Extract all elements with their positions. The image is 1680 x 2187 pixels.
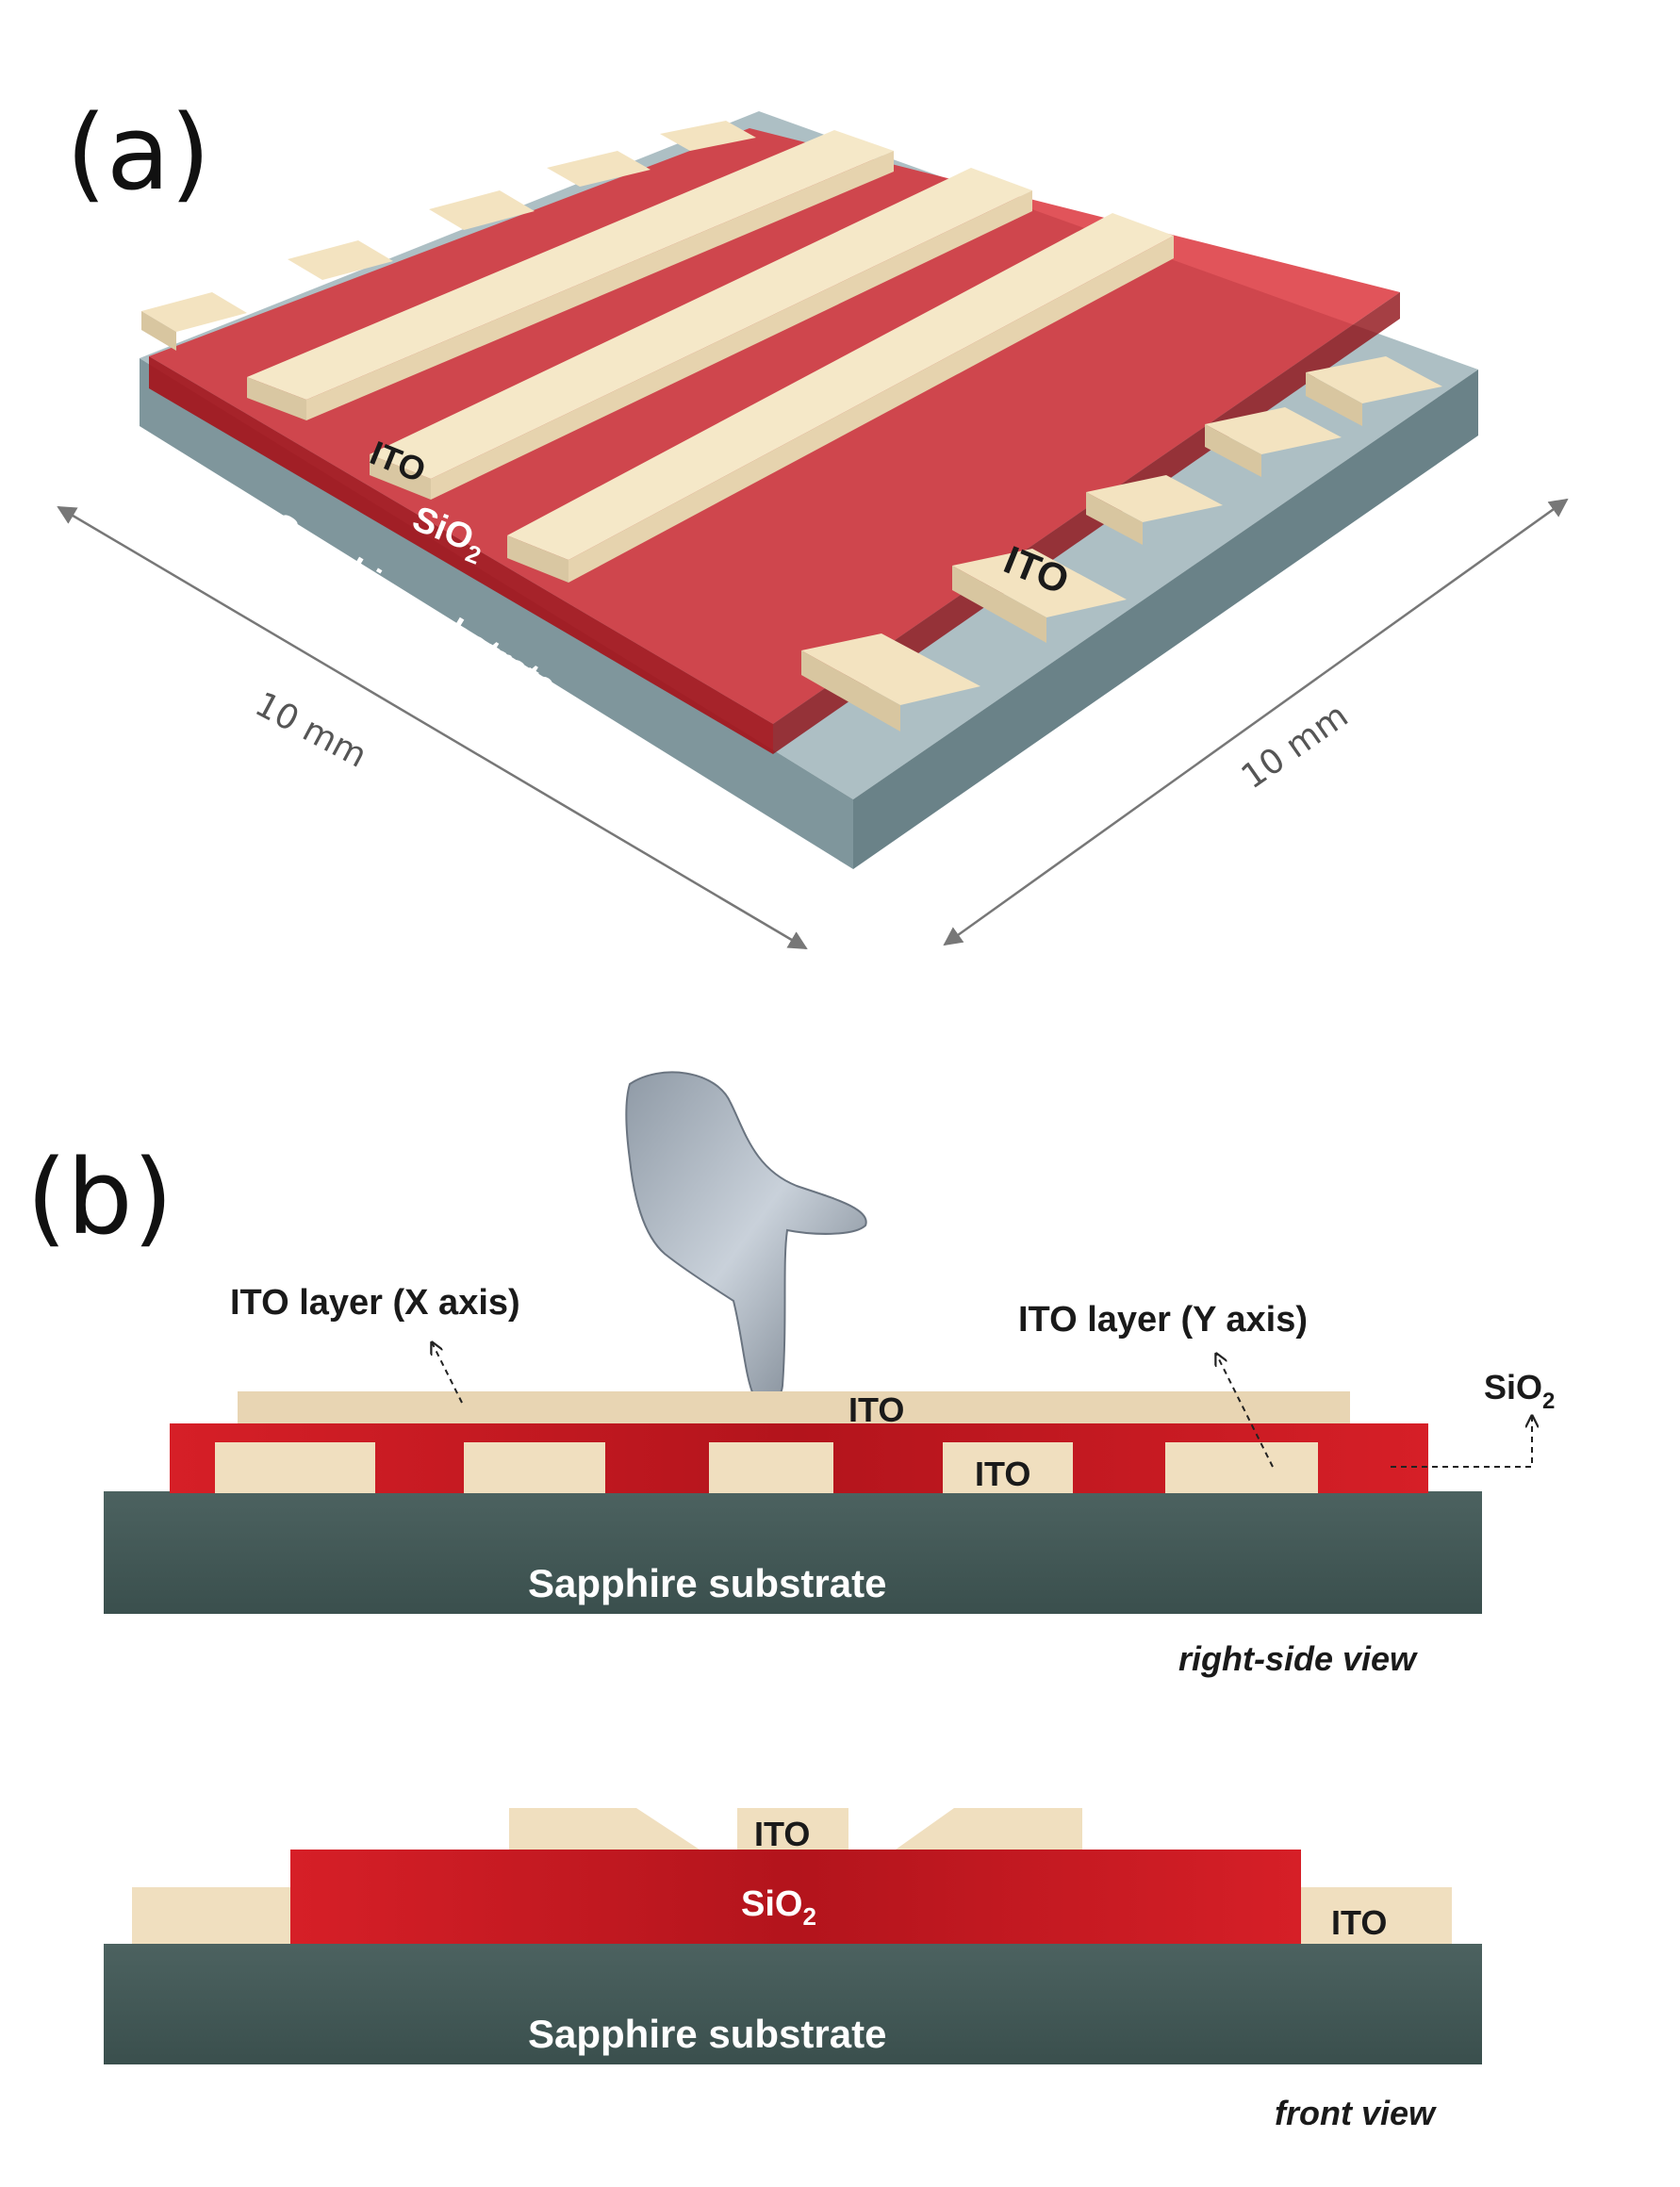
dimension-label-right: 10 mm — [1235, 697, 1356, 798]
rsv-ito-mid-label: ITO — [975, 1455, 1030, 1493]
rsv-ito-y-axis-label: ITO layer (Y axis) — [1018, 1300, 1308, 1340]
rsv-ito-y-pointer — [1216, 1354, 1274, 1468]
rsv-ito-x-axis-label: ITO layer (X axis) — [230, 1283, 520, 1323]
panel-a-letter: (a) — [66, 92, 210, 213]
rsv-ito-x-pointer — [432, 1342, 463, 1404]
front-view: ITO SiO2 ITO Sapphire substrate front vi… — [104, 1808, 1482, 2132]
fv-sio2-label: SiO2 — [741, 1884, 816, 1931]
right-side-view: ITO ITO Sapphire substrate ITO layer (X … — [104, 1283, 1555, 1678]
ito-right-block-fv — [1299, 1887, 1452, 1944]
dimension-arrow-left — [57, 505, 808, 950]
fv-substrate-label: Sapphire substrate — [528, 2012, 886, 2056]
ito-top-bars — [247, 130, 1174, 583]
rsv-ito-top-label: ITO — [848, 1390, 904, 1429]
dimension-arrow-right — [943, 498, 1569, 946]
fv-caption: front view — [1275, 2094, 1437, 2132]
fv-ito-right-label: ITO — [1331, 1903, 1387, 1942]
sapphire-substrate-fv — [104, 1944, 1482, 2064]
ito-left-top-fv — [509, 1808, 700, 1850]
rsv-sio2-label: SiO2 — [1484, 1368, 1555, 1414]
sio2-layer-fv — [290, 1850, 1301, 1944]
ito-y-blocks-rsv — [215, 1442, 1318, 1493]
rsv-caption: right-side view — [1178, 1639, 1418, 1678]
ito-center-top-fv — [737, 1808, 848, 1850]
dimension-label-left: 10 mm — [249, 685, 373, 776]
sapphire-substrate-rsv — [104, 1491, 1482, 1614]
pointing-finger-icon — [625, 1071, 867, 1405]
fv-ito-top-label: ITO — [754, 1815, 810, 1853]
ito-right-top-fv — [896, 1808, 1082, 1850]
rsv-sio2-pointer — [1391, 1416, 1532, 1468]
rsv-substrate-label: Sapphire substrate — [528, 1561, 886, 1605]
ito-x-layer-rsv — [238, 1391, 1350, 1423]
ito-left-block-fv — [132, 1887, 292, 1944]
panel-b-letter: (b) — [26, 1137, 173, 1258]
